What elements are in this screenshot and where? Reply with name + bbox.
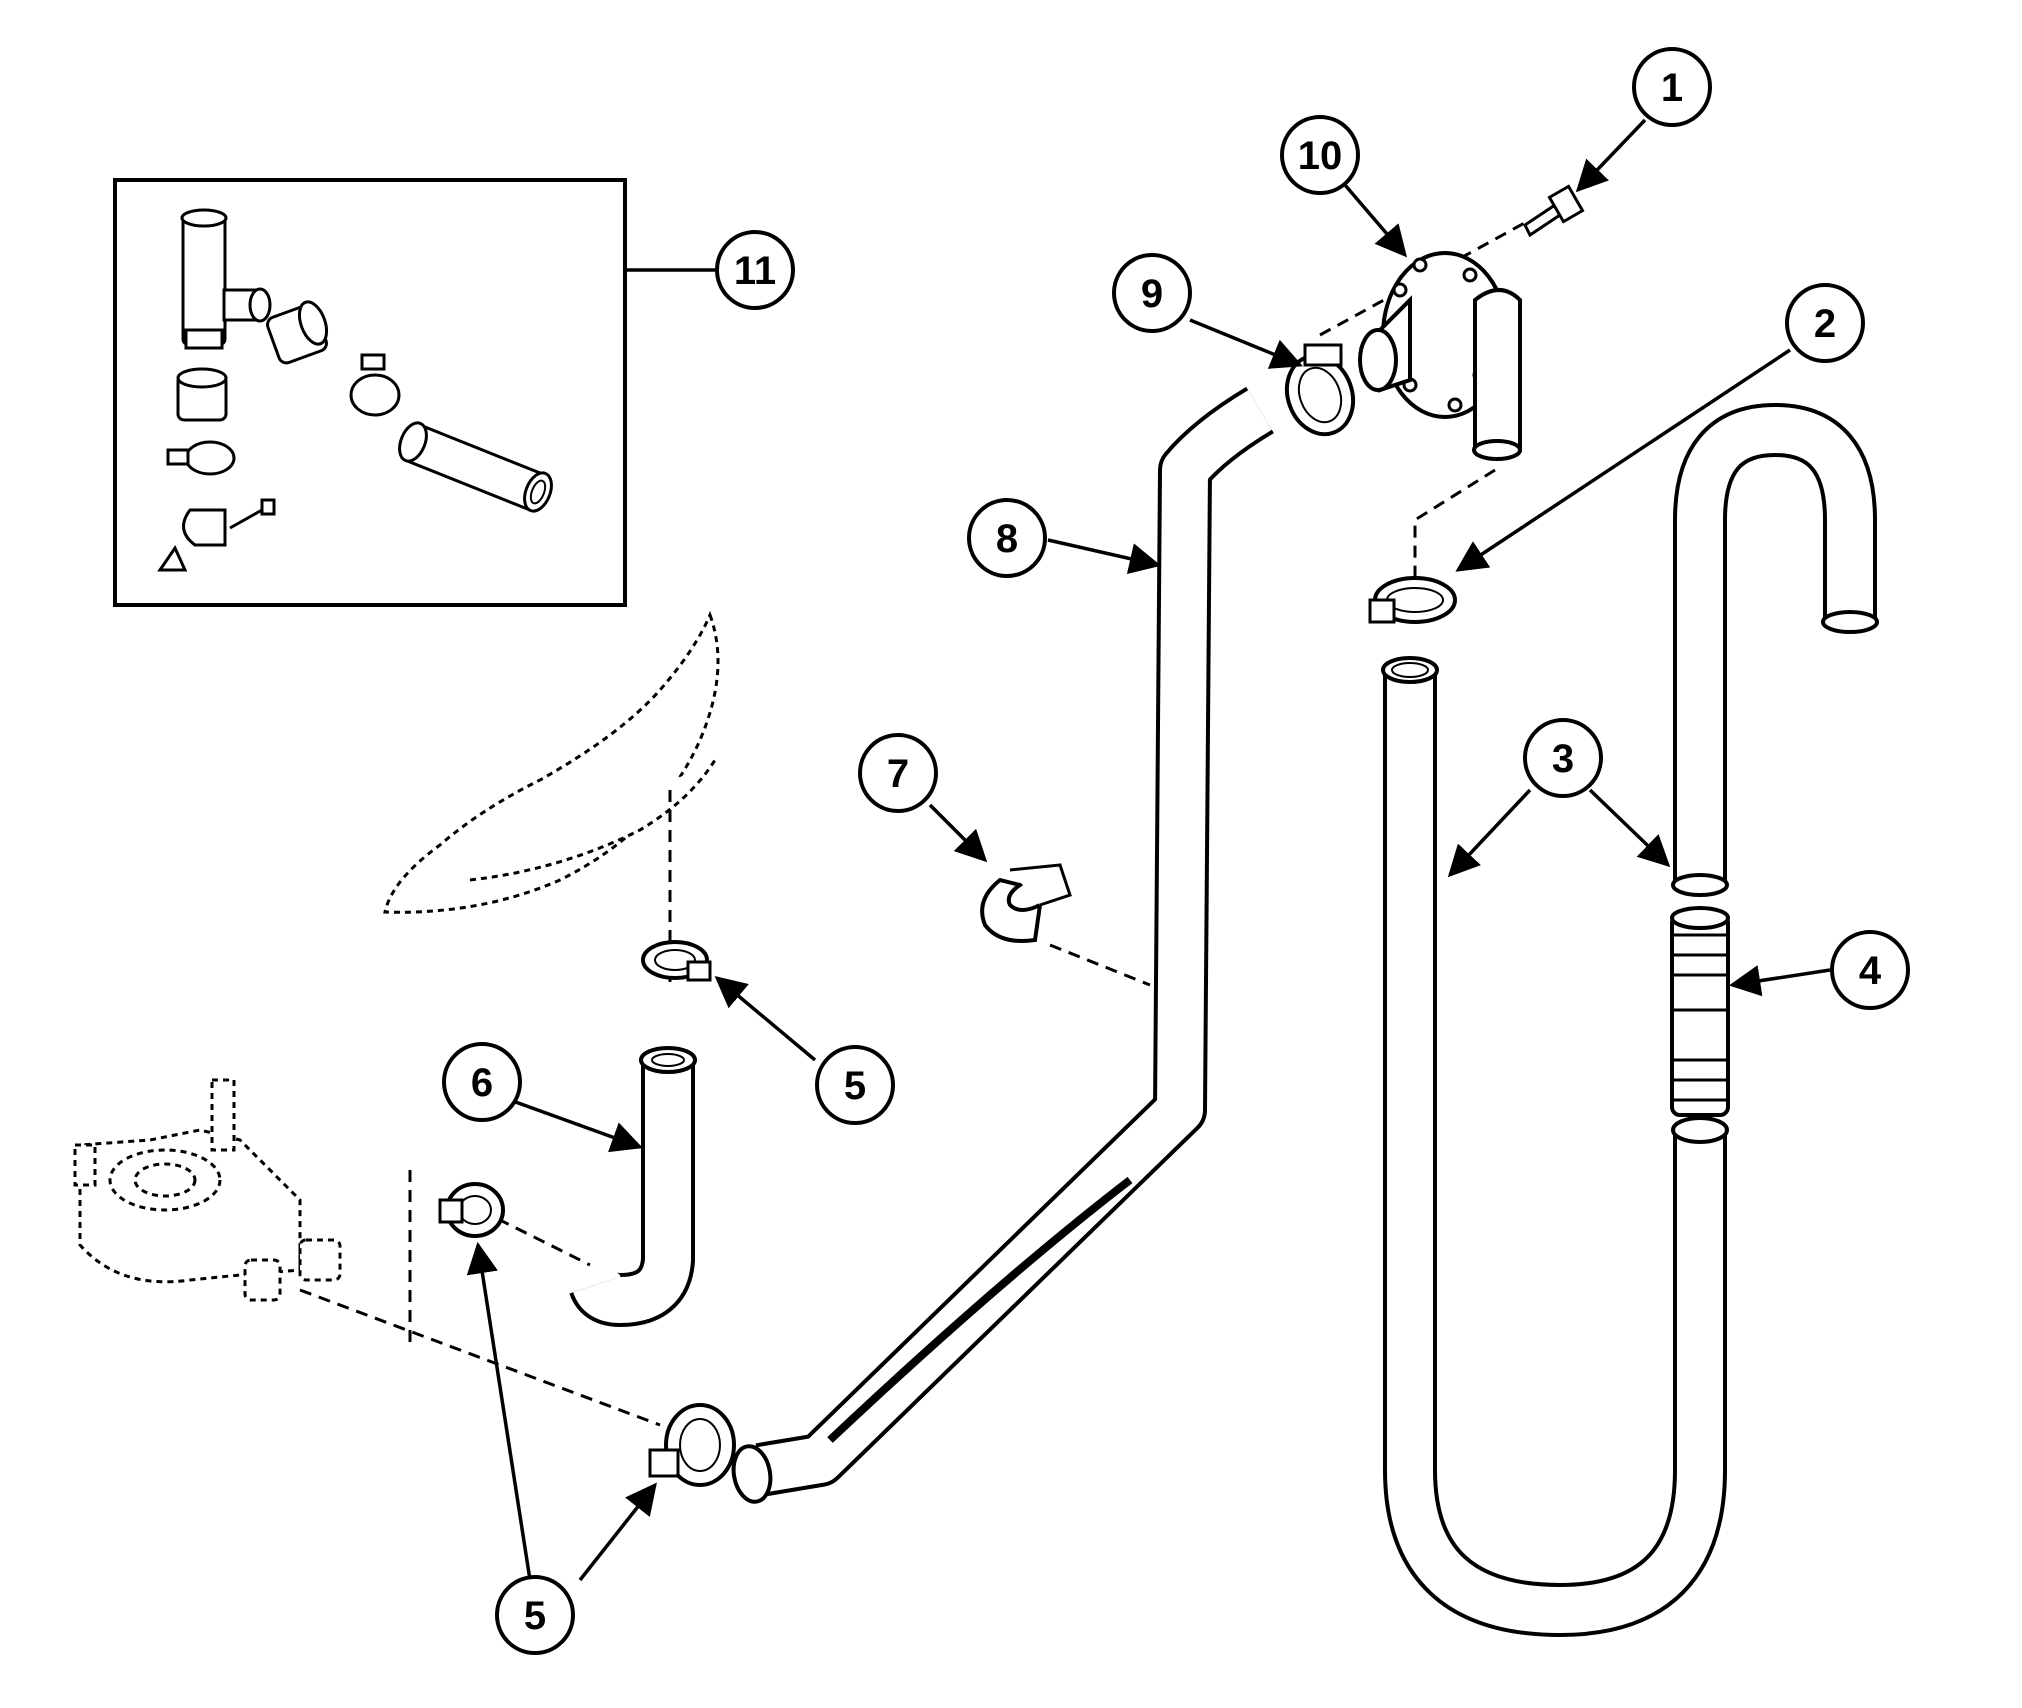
hose-connector-4 bbox=[1670, 906, 1730, 1117]
svg-text:4: 4 bbox=[1859, 949, 1882, 993]
callout-3: 3 bbox=[1523, 718, 1603, 798]
callout-5-bottom: 5 bbox=[495, 1575, 575, 1655]
cap bbox=[176, 367, 228, 422]
hose-clip-7 bbox=[980, 863, 1072, 943]
callout-1: 1 bbox=[1632, 47, 1712, 127]
svg-text:5: 5 bbox=[524, 1594, 546, 1638]
svg-text:10: 10 bbox=[1298, 134, 1343, 178]
leaders bbox=[466, 118, 1831, 1582]
hose-clamp-2 bbox=[1368, 576, 1457, 624]
tub-panel-rib bbox=[469, 759, 717, 882]
svg-text:3: 3 bbox=[1552, 737, 1574, 781]
inset-clamp-2 bbox=[166, 440, 236, 476]
pump-hose-8 bbox=[731, 386, 1275, 1504]
inset-clamp-1 bbox=[349, 353, 401, 417]
svg-text:1: 1 bbox=[1661, 66, 1683, 110]
hose-clamp-5-bottom bbox=[648, 1403, 736, 1487]
svg-text:5: 5 bbox=[844, 1064, 866, 1108]
svg-text:8: 8 bbox=[996, 517, 1018, 561]
hose-6 bbox=[569, 1046, 697, 1327]
tub-panel-outline bbox=[383, 610, 720, 914]
callout-11: 11 bbox=[715, 230, 795, 310]
elbow-fitting-10 bbox=[1358, 251, 1522, 461]
callout-6: 6 bbox=[442, 1042, 522, 1122]
hose-clamp-9 bbox=[1284, 343, 1356, 437]
tee-fitting bbox=[180, 208, 272, 350]
callout-2: 2 bbox=[1785, 283, 1865, 363]
callout-9: 9 bbox=[1112, 253, 1192, 333]
callout-7: 7 bbox=[858, 733, 938, 813]
svg-text:2: 2 bbox=[1814, 302, 1836, 346]
callout-8: 8 bbox=[967, 498, 1047, 578]
callout-10: 10 bbox=[1280, 115, 1360, 195]
svg-text:6: 6 bbox=[471, 1061, 493, 1105]
hose-clamp-5-left bbox=[438, 1182, 505, 1238]
drain-hose-3 bbox=[1381, 656, 1729, 1637]
screw-1 bbox=[1523, 184, 1585, 238]
svg-text:11: 11 bbox=[734, 249, 776, 293]
callout-4: 4 bbox=[1830, 930, 1910, 1010]
hose-clamp-5-top bbox=[641, 940, 712, 982]
svg-text:7: 7 bbox=[887, 752, 909, 796]
callout-5-top: 5 bbox=[815, 1045, 895, 1125]
drain-hose-3-hook bbox=[1671, 403, 1879, 897]
coupler bbox=[266, 300, 329, 365]
inset-hose bbox=[398, 421, 553, 513]
svg-text:9: 9 bbox=[1141, 272, 1163, 316]
kit-inset bbox=[113, 178, 715, 607]
pump-outline bbox=[73, 1078, 342, 1302]
inset-clip bbox=[157, 498, 276, 572]
